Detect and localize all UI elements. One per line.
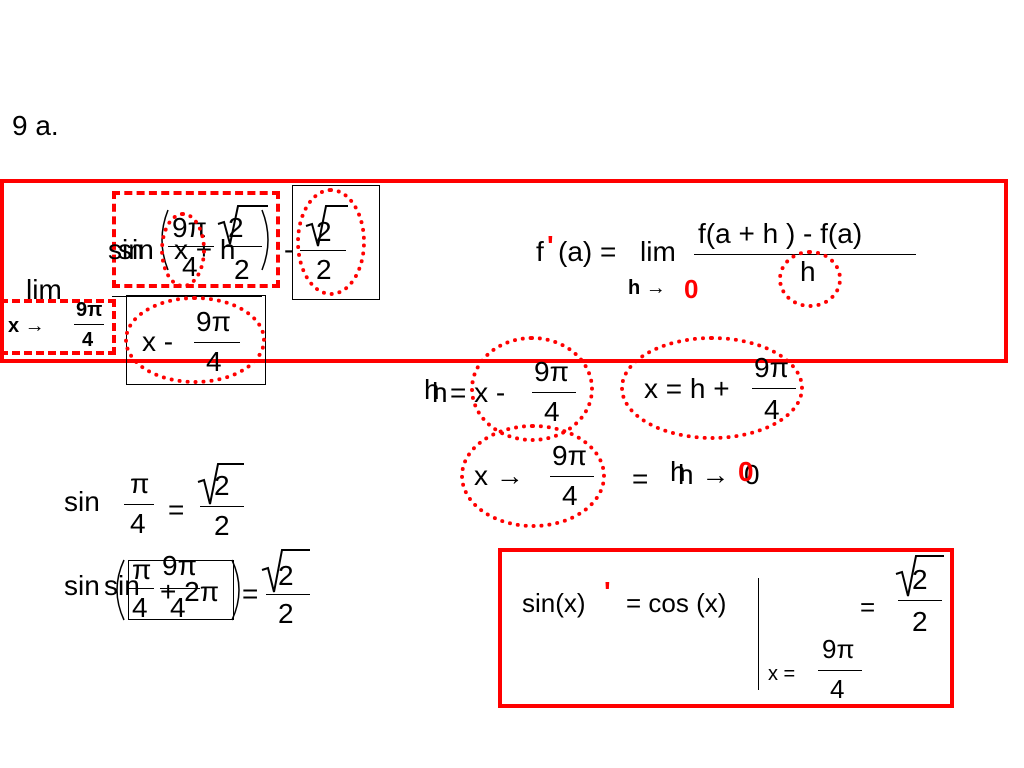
subst-zero-black: 0: [744, 459, 760, 490]
id1-pi: π: [130, 468, 150, 499]
root-term-thin-box: [292, 185, 380, 300]
id1-root-num: 2: [214, 470, 230, 501]
id1-sin: sin: [64, 486, 100, 517]
paren-right-2: [231, 559, 240, 621]
dbox-root-num: 2: [912, 564, 928, 595]
root1-bar: [222, 246, 262, 247]
fprime-f: f: [536, 236, 544, 267]
id2-plus-2pi: + 2π: [160, 576, 220, 607]
paren-left-2: [116, 559, 125, 621]
minus-sign: -: [284, 234, 294, 265]
ellipse-h: [778, 250, 842, 308]
lim-sub-frac-num: 9π: [76, 299, 103, 321]
id1-den: 4: [130, 508, 146, 539]
id2-root-bar: [266, 594, 310, 595]
subst-h-arrow-a: h: [670, 456, 686, 487]
limit-subscript-dashed-box: [0, 299, 116, 355]
dbox-eval-bar: [758, 578, 759, 690]
ellipse-x-arrow: [460, 424, 606, 528]
radical-sign-4: [261, 549, 310, 593]
dbox-eq: =: [860, 592, 876, 622]
fprime-paren-a: (a) =: [558, 236, 617, 267]
dbox-root-bar: [898, 600, 942, 601]
lim-sub-frac-den: 4: [82, 329, 94, 351]
dbox-prime-mark: ': [604, 576, 611, 607]
lim-sub-x-arrow: x →: [8, 315, 45, 337]
sin-text-b: sin: [118, 234, 154, 265]
id2-nine-pi: 9π: [162, 550, 197, 581]
ellipse-denominator: [124, 296, 266, 384]
id2-root-num: 2: [278, 560, 294, 591]
radical-sign-5: [895, 555, 944, 597]
subst-h-b: h: [432, 377, 448, 408]
id1-root-bar: [200, 506, 244, 507]
derivative-box: [498, 548, 954, 708]
dbox-frac-num: 9π: [822, 634, 855, 664]
subst-zero-red: 0: [738, 456, 754, 487]
subst-h-arrow-b: h →: [678, 459, 730, 490]
id2-pi: π: [132, 554, 152, 585]
dbox-x-eq: x =: [768, 663, 796, 685]
ellipse-root-term: [296, 188, 366, 296]
subst-eq: =: [632, 463, 649, 494]
def-sub-zero: 0: [684, 274, 699, 304]
ellipse-x-eq: [620, 336, 804, 440]
problem-label: 9 a.: [12, 110, 59, 141]
def-sub-h-arrow: h →: [628, 277, 666, 299]
id2-frac1-bar: [128, 588, 154, 589]
sin-text-a: sin: [108, 234, 144, 265]
subst-h-a: h: [424, 374, 440, 405]
id1-eq: =: [168, 494, 185, 525]
root1-den: 2: [234, 254, 250, 285]
lim-sub-frac-bar: [74, 324, 104, 325]
id2-thin-box: [128, 560, 234, 620]
ellipse-inner-fraction: [160, 212, 206, 288]
def-numerator: f(a + h ) - f(a): [698, 218, 863, 249]
id2-sin-a: sin: [64, 570, 100, 601]
fprime-mark: ': [547, 230, 554, 261]
dbox-frac-den: 4: [830, 674, 845, 704]
id2-den1: 4: [132, 592, 148, 623]
dbox-eq-cos: = cos (x): [626, 588, 727, 618]
paren-right-1: [261, 209, 269, 271]
id1-root-den: 2: [214, 510, 230, 541]
id1-frac-bar: [124, 504, 154, 505]
radical-sign-1: [217, 205, 268, 245]
sin-term-dashed-box: [112, 191, 280, 288]
dbox-root-den: 2: [912, 606, 928, 637]
id2-frac2-bar: [160, 588, 200, 589]
dbox-sin-x: sin(x): [522, 588, 586, 618]
id2-root-den: 2: [278, 598, 294, 629]
lim-text: lim: [26, 274, 62, 305]
dbox-frac-bar: [818, 670, 862, 671]
id2-den2: 4: [170, 592, 186, 623]
id2-sin-b: sin: [104, 570, 140, 601]
def-lim: lim: [640, 236, 676, 267]
id2-eq: =: [242, 578, 259, 609]
radical-sign-3: [197, 463, 244, 505]
